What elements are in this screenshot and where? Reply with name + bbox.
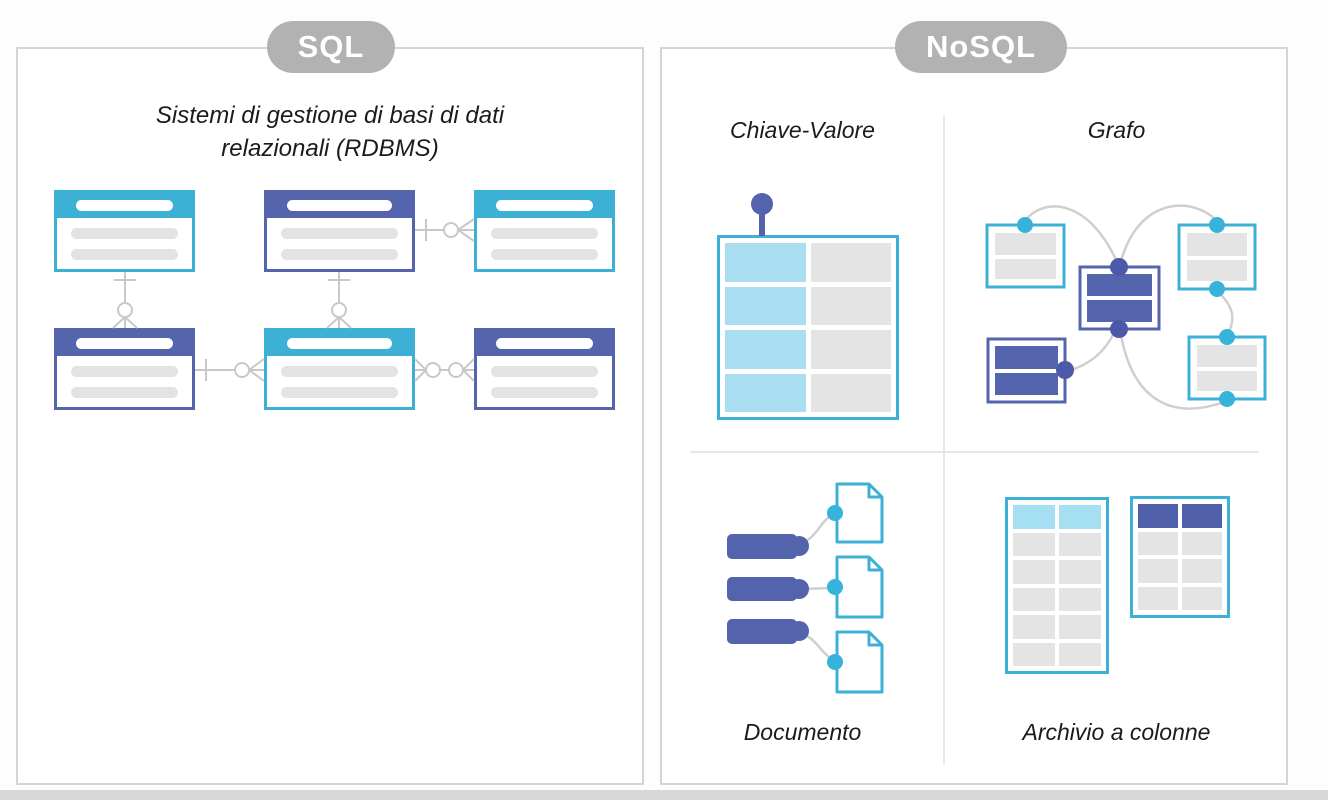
column-store-table-tall — [1005, 497, 1109, 674]
cell — [1138, 559, 1178, 583]
table-field-bar — [281, 366, 398, 377]
er-table-body — [267, 218, 412, 260]
graph-label: Grafo — [1087, 117, 1146, 143]
table-field-bar — [71, 387, 178, 398]
key-pin-icon — [751, 193, 773, 236]
bottom-strip — [0, 790, 1328, 800]
sql-title-line2: relazionali (RDBMS) — [221, 135, 439, 162]
column-store-table-short — [1130, 496, 1230, 618]
cell — [1059, 532, 1101, 556]
table-title-bar — [495, 200, 594, 211]
value-cell — [810, 330, 891, 369]
document-ports — [827, 505, 843, 670]
key-cell — [725, 373, 806, 412]
er-table-header — [267, 193, 412, 218]
table-field-bar — [281, 228, 398, 239]
relationship-connector-horizontal — [414, 358, 475, 382]
graph-ports — [1017, 217, 1235, 407]
er-table — [474, 190, 615, 272]
column-header-cell — [1059, 505, 1101, 529]
er-table — [264, 190, 415, 272]
sql-title-line1: Sistemi di gestione di basi di dati — [155, 102, 505, 129]
er-table-body — [477, 218, 612, 260]
er-table — [54, 190, 195, 272]
graph-node-record — [1187, 335, 1267, 401]
er-table-body — [477, 356, 612, 398]
cell — [1059, 615, 1101, 639]
table-field-bar — [491, 228, 598, 239]
nosql-panel: Chiave-Valore Grafo Documento Archivio a… — [660, 47, 1288, 785]
graph-node-record — [985, 223, 1066, 289]
key-cell — [725, 243, 806, 282]
value-cell — [810, 286, 891, 325]
table-field-bar — [281, 387, 398, 398]
key-cell — [725, 286, 806, 325]
graph-edges — [1024, 204, 1234, 410]
table-title-bar — [75, 200, 174, 211]
document-links — [800, 513, 833, 661]
table-field-bar — [491, 366, 598, 377]
cell — [1013, 642, 1055, 666]
table-field-bar — [491, 249, 598, 260]
quadrant-divider-horizontal — [690, 451, 1259, 453]
sql-badge: SQL — [267, 21, 395, 73]
table-field-bar — [281, 249, 398, 260]
relationship-connector-horizontal — [415, 218, 475, 242]
document-page-icon — [835, 482, 884, 694]
table-title-bar — [495, 338, 594, 349]
cell — [1138, 531, 1178, 555]
cell — [1138, 586, 1178, 610]
cell — [1059, 587, 1101, 611]
er-table-body — [57, 356, 192, 398]
cell — [1013, 560, 1055, 584]
value-cell — [810, 243, 891, 282]
er-table-header — [57, 193, 192, 218]
key-cell — [725, 330, 806, 369]
er-table-header — [267, 331, 412, 356]
table-field-bar — [71, 366, 178, 377]
table-title-bar — [287, 338, 392, 349]
cell — [1059, 642, 1101, 666]
column-header-cell — [1013, 505, 1055, 529]
relationship-connector-vertical — [112, 272, 138, 329]
table-title-bar — [287, 200, 392, 211]
er-table-body — [267, 356, 412, 398]
graph-node-hub — [986, 337, 1067, 404]
value-cell — [810, 373, 891, 412]
graph-node-record — [1177, 223, 1257, 291]
column-header-cell — [1182, 504, 1222, 528]
er-table — [474, 328, 615, 410]
column-header-cell — [1138, 504, 1178, 528]
cell — [1013, 532, 1055, 556]
er-table — [264, 328, 415, 410]
er-table-body — [57, 218, 192, 260]
cell — [1013, 615, 1055, 639]
relationship-connector-vertical — [326, 272, 352, 329]
key-value-label: Chiave-Valore — [730, 117, 875, 143]
cell — [1182, 559, 1222, 583]
er-table — [54, 328, 195, 410]
er-table-header — [57, 331, 192, 356]
table-field-bar — [71, 228, 178, 239]
cell — [1182, 586, 1222, 610]
relationship-connector-horizontal — [195, 358, 265, 382]
er-table-header — [477, 331, 612, 356]
quadrant-divider-vertical — [943, 115, 945, 765]
cell — [1182, 531, 1222, 555]
table-title-bar — [75, 338, 174, 349]
graph-node-hub — [1078, 265, 1161, 331]
er-table-header — [477, 193, 612, 218]
key-value-table — [717, 235, 899, 420]
sql-panel: Sistemi di gestione di basi di dati rela… — [16, 47, 644, 785]
document-label: Documento — [743, 719, 862, 745]
nosql-badge: NoSQL — [895, 21, 1067, 73]
column-store-label: Archivio a colonne — [1022, 719, 1211, 745]
sql-panel-title: Sistemi di gestione di basi di dati rela… — [18, 99, 642, 165]
cell — [1059, 560, 1101, 584]
document-key-tag — [727, 534, 809, 644]
table-field-bar — [71, 249, 178, 260]
cell — [1013, 587, 1055, 611]
table-field-bar — [491, 387, 598, 398]
